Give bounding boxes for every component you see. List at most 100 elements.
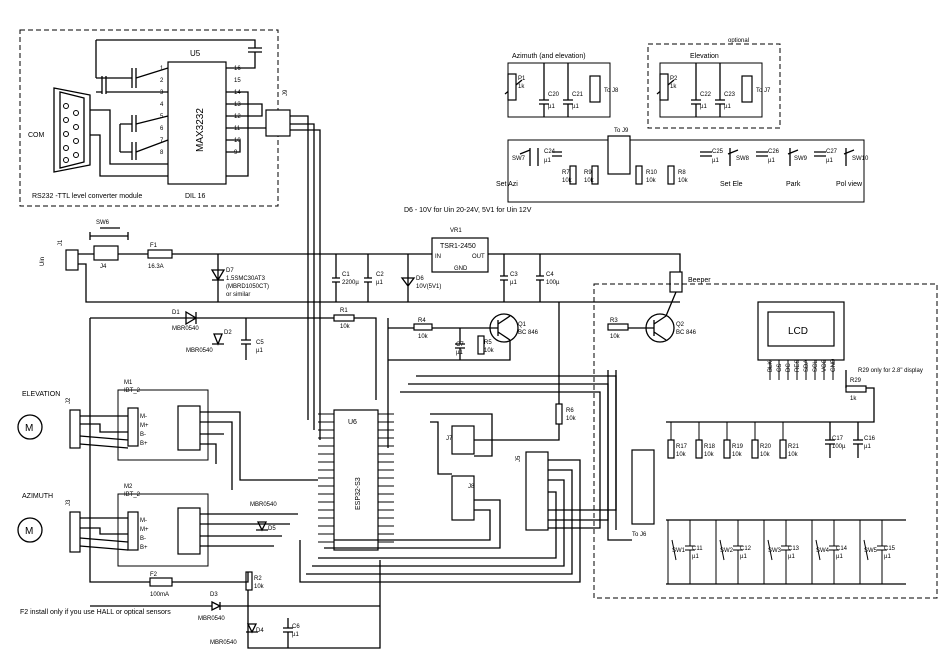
c26-val: µ1 xyxy=(768,158,775,164)
r8-ref: R8 xyxy=(678,170,686,176)
c5-val: µ1 xyxy=(256,348,263,354)
r17-ref: R17 xyxy=(676,444,688,450)
r4-ref: R4 xyxy=(418,318,426,324)
u5-part: MAX3232 xyxy=(195,108,206,152)
r7-val: 10k xyxy=(562,178,573,184)
r20-resistor xyxy=(751,439,759,459)
c13-ref: C13 xyxy=(788,546,800,552)
r29-ref: R29 xyxy=(850,378,862,384)
azimuth-label: AZIMUTH xyxy=(22,493,53,500)
m2-pin-1: M+ xyxy=(140,527,149,533)
f2-fuse xyxy=(149,577,173,587)
p1-val: 1k xyxy=(518,84,525,90)
el-pot-title: Elevation xyxy=(690,53,719,60)
r29-note: R29 only for 2.8" display xyxy=(858,368,923,374)
f2-ref: F2 xyxy=(150,572,158,578)
c6-ref: C6 xyxy=(292,624,300,630)
sw4-ref: SW4 xyxy=(816,548,830,554)
lcd-pin-gnd: GND xyxy=(831,358,837,372)
r18-resistor xyxy=(695,439,703,459)
d5-part: MBR0540 xyxy=(250,502,277,508)
r10-val: 10k xyxy=(646,178,657,184)
r9-ref: R9 xyxy=(584,170,592,176)
d7-ref: D7 xyxy=(226,268,234,274)
lcd-screen xyxy=(767,311,835,347)
j1-connector xyxy=(65,249,79,271)
to-j9-connector xyxy=(607,135,631,175)
beeper xyxy=(669,271,683,293)
f1-fuse xyxy=(147,249,173,259)
c6-val: µ1 xyxy=(292,632,299,638)
rs232-capacitors xyxy=(90,39,272,177)
c7-ref: C7 xyxy=(456,342,464,348)
u6-pin-wires xyxy=(318,413,394,543)
u5-pin-16: 16 xyxy=(234,66,241,72)
rs232-module: COM U5 MAX3232 DIL 16 123456781615141312… xyxy=(19,29,321,440)
m2-header xyxy=(177,507,201,555)
d6-val: 10V(5V1) xyxy=(416,284,441,290)
d6-ref: D6 xyxy=(416,276,424,282)
u5-pin-3: 3 xyxy=(160,90,164,96)
r5-ref: R5 xyxy=(484,340,492,346)
u5-pin-13: 13 xyxy=(234,102,241,108)
r19-ref: R19 xyxy=(732,444,744,450)
u6-esp32 xyxy=(333,409,379,551)
lcd-pin-cs: CS xyxy=(777,364,783,372)
j2-ref: J2 xyxy=(66,397,72,404)
c13-val: µ1 xyxy=(788,554,795,560)
j5-connector xyxy=(525,451,549,531)
d4-ref: D4 xyxy=(256,628,264,634)
sw10-ref: SW10 xyxy=(852,156,869,162)
r1-ref: R1 xyxy=(340,308,348,314)
lcd-pin-blk: BLK xyxy=(768,361,774,372)
j7-ref: J7 xyxy=(446,436,453,442)
f1-ref: F1 xyxy=(150,243,158,249)
c20-ref: C20 xyxy=(548,92,560,98)
q2-ref: Q2 xyxy=(676,322,685,328)
c14-ref: C14 xyxy=(836,546,848,552)
j8-ref: J8 xyxy=(468,484,475,490)
d7-part: 1.5SMC30AT3 xyxy=(226,276,266,282)
m2-pin-3: B+ xyxy=(140,545,148,551)
c7-val: µ1 xyxy=(456,350,463,356)
m2-part: IBT_2 xyxy=(124,492,141,498)
optional-label: optional xyxy=(728,38,749,44)
f2-val: 100mA xyxy=(150,592,169,598)
beeper-label: Beeper xyxy=(688,277,711,284)
vr1-in: IN xyxy=(435,254,441,260)
c23-val: µ1 xyxy=(724,104,731,110)
u5-chip xyxy=(167,61,227,185)
lcd-module-border xyxy=(593,283,938,599)
driver-section: D1 MBR0540 D2 MBR0540 C5 µ1 R1 10k ELEVA… xyxy=(17,308,381,649)
r21-val: 10k xyxy=(788,452,799,458)
elevation-motor xyxy=(17,414,43,440)
set-azi-label: Set Azi xyxy=(496,181,518,188)
f2-note: F2 install only if you use HALL or optic… xyxy=(20,609,171,616)
r21-ref: R21 xyxy=(788,444,800,450)
db9-connector xyxy=(53,87,91,173)
j2-connector xyxy=(69,409,81,449)
f1-val: 16.3A xyxy=(148,264,164,270)
m1-pin-3: B+ xyxy=(140,441,148,447)
j8-connector xyxy=(451,475,475,521)
d6-note: D6 - 10V for Uin 20-24V, 5V1 for Uin 12V xyxy=(404,207,532,214)
c16-val: µ1 xyxy=(864,444,871,450)
to-j6-connector xyxy=(631,449,655,525)
u5-pin-6: 6 xyxy=(160,126,164,132)
c3-ref: C3 xyxy=(510,272,518,278)
r2-ref: R2 xyxy=(254,576,262,582)
sw6-ref: SW6 xyxy=(96,220,110,226)
d3-ref: D3 xyxy=(210,592,218,598)
r6-val: 10k xyxy=(566,416,577,422)
c11-ref: C11 xyxy=(692,546,703,552)
u5-package: DIL 16 xyxy=(185,193,205,200)
m1-terminal xyxy=(127,407,139,447)
c21-val: µ1 xyxy=(572,104,579,110)
m1-header xyxy=(177,405,201,451)
r20-ref: R20 xyxy=(760,444,772,450)
d2-part: MBR0540 xyxy=(186,348,213,354)
sw3-ref: SW3 xyxy=(768,548,782,554)
elevation-label: ELEVATION xyxy=(22,391,60,398)
lcd-pin-res: RES xyxy=(795,360,801,372)
c23-ref: C23 xyxy=(724,92,736,98)
